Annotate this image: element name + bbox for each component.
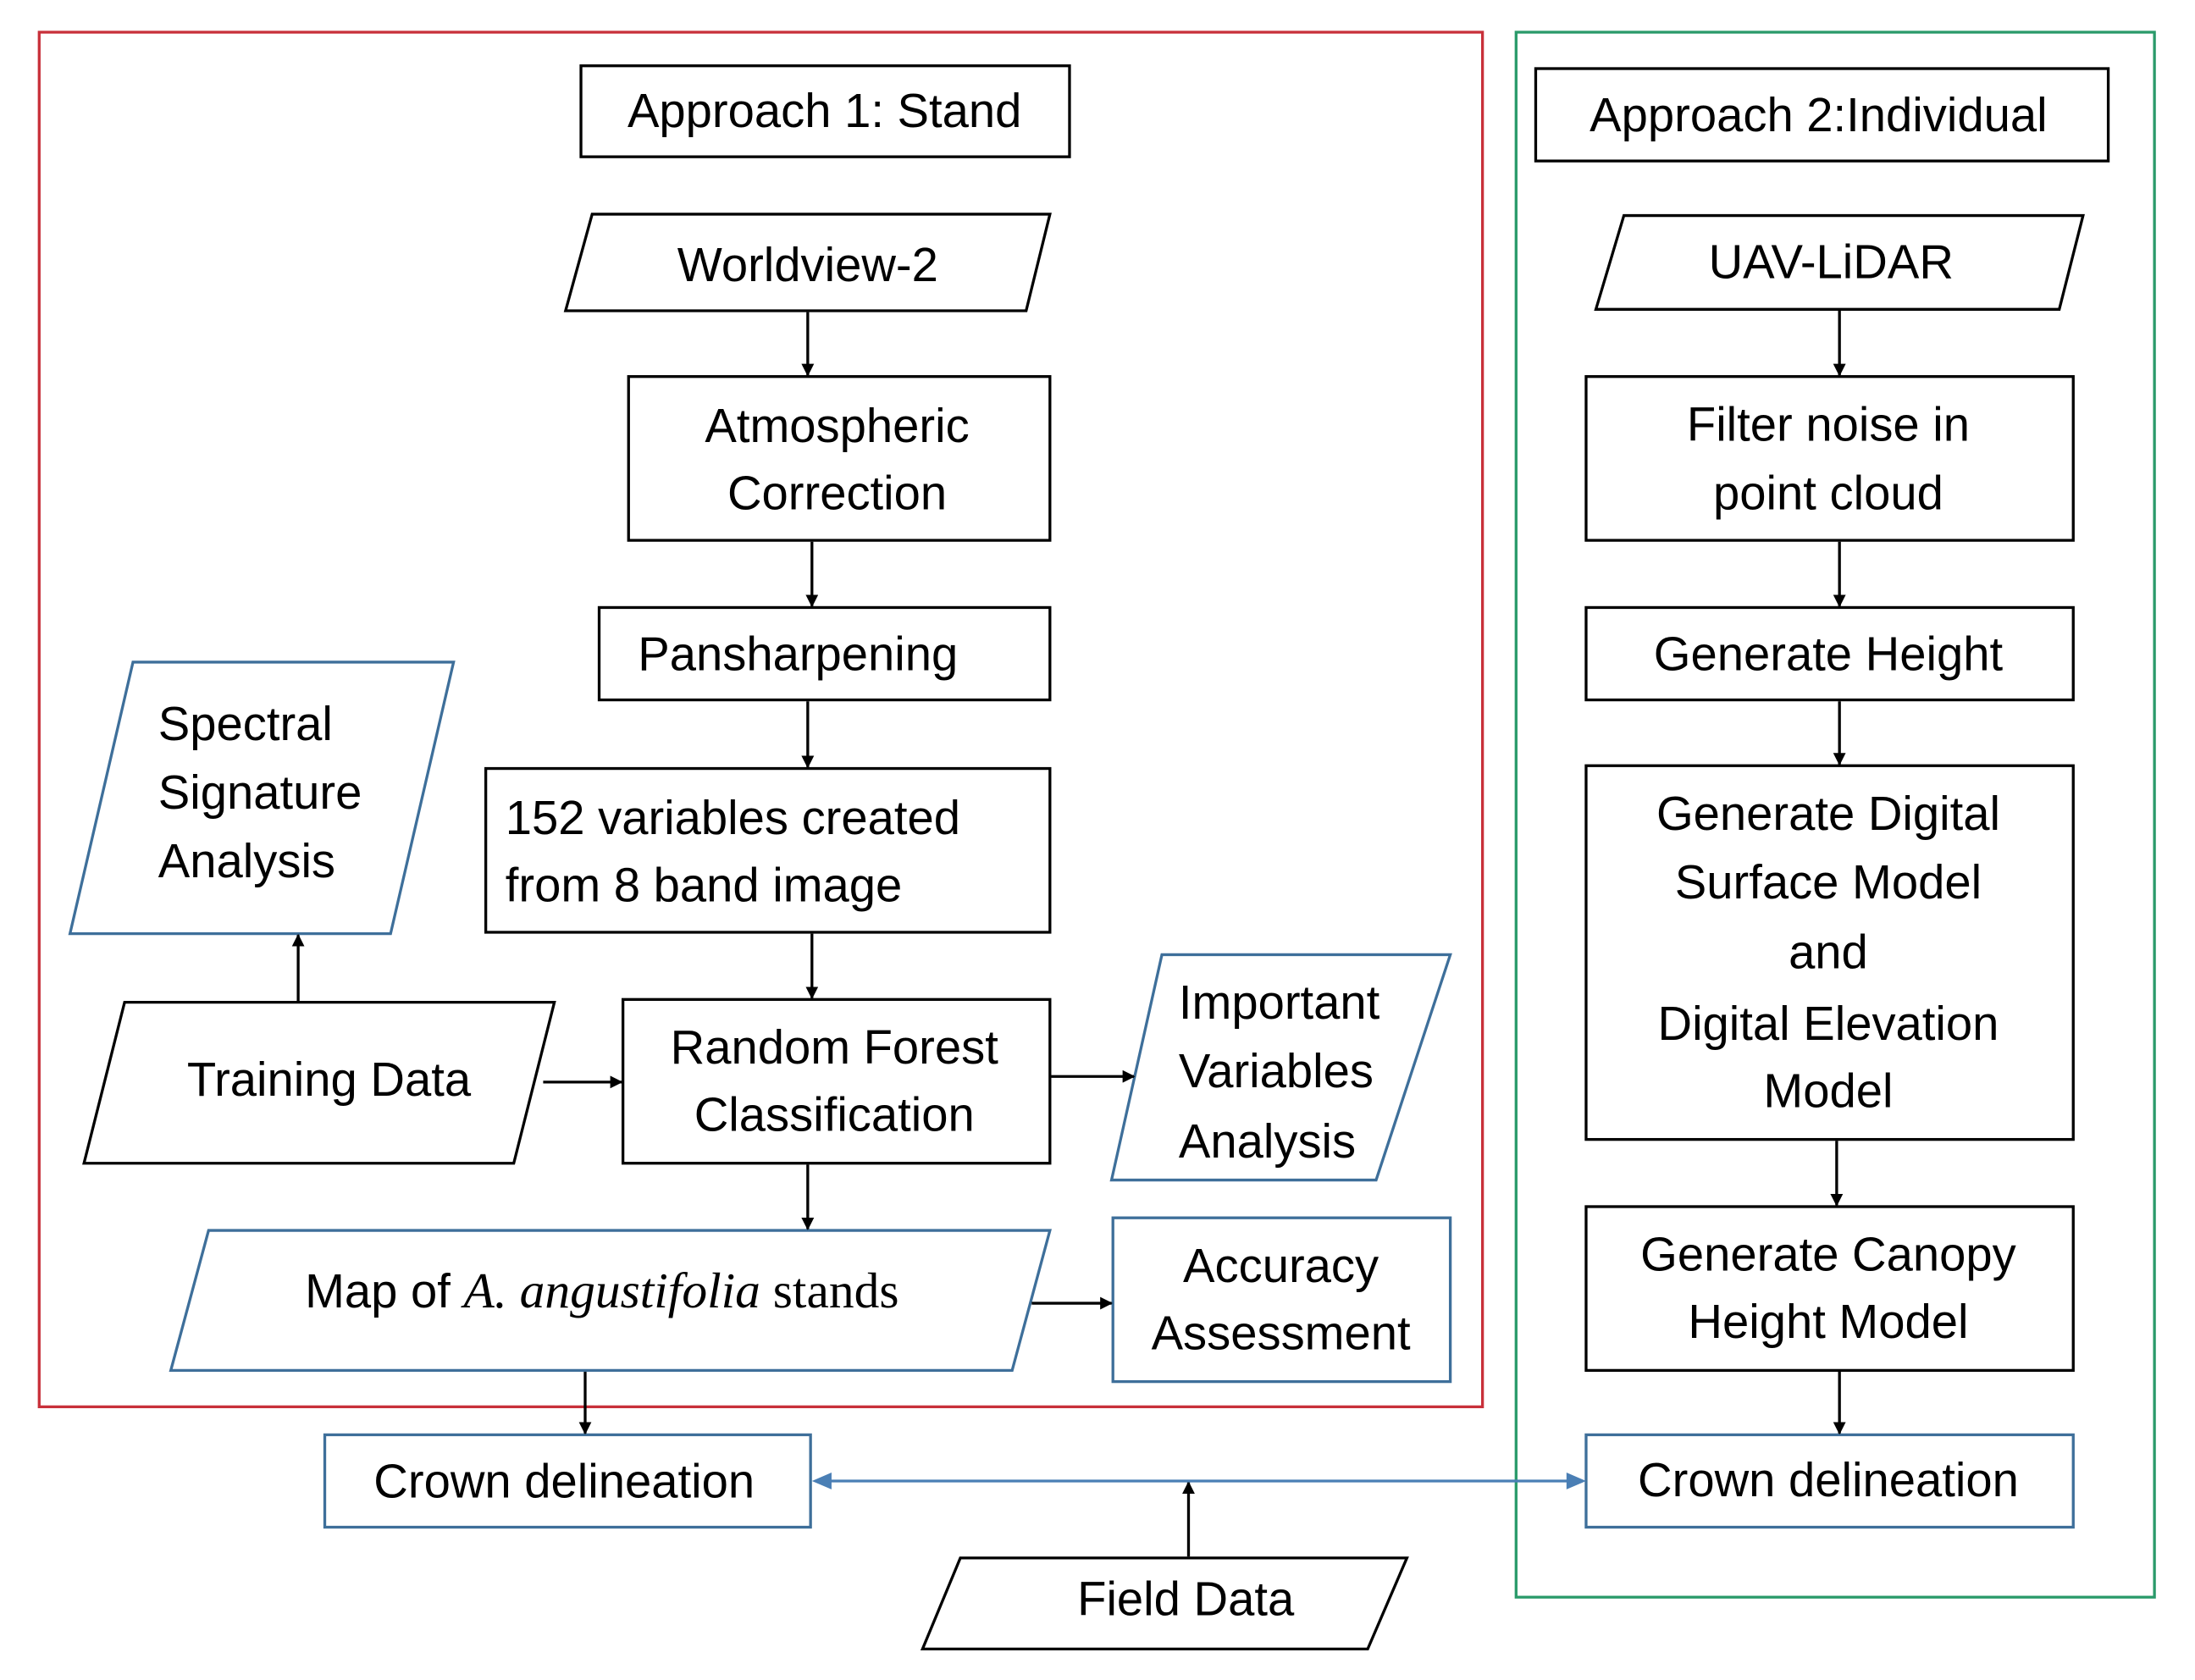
dsm-label-line3: and [1789, 926, 1868, 979]
generate-height-box: Generate Height [1584, 605, 2075, 702]
worldview2-label: Worldview-2 [677, 238, 938, 291]
dsm-label-line5: Model [1763, 1064, 1893, 1117]
canopy-height-box: Generate Canopy Height Model [1584, 1205, 2075, 1373]
spectral-signature-output: Spectral Signature Analysis [68, 660, 456, 936]
uav-lidar-input: UAV-LiDAR [1594, 213, 2085, 311]
filter-label-line2: point cloud [1713, 466, 1943, 519]
accuracy-assessment-box: Accuracy Assessment [1111, 1216, 1452, 1384]
variables-label-line1: 152 variables created [506, 791, 960, 844]
training-data-input: Training Data [82, 1000, 556, 1165]
map-label: Map of A. angustifolia stands [305, 1263, 898, 1318]
crown-delineation-left-box: Crown delineation [323, 1433, 812, 1529]
important-variables-output: Important Variables Analysis [1109, 953, 1452, 1182]
uav-lidar-label: UAV-LiDAR [1709, 235, 1954, 289]
crown-connector-arrowhead-left [811, 1473, 832, 1489]
atmospheric-correction-box: Atmospheric Correction [627, 375, 1052, 542]
crown-delineation-right-box: Crown delineation [1584, 1433, 2075, 1529]
chm-label-line1: Generate Canopy [1640, 1228, 2016, 1281]
important-label-line2: Variables [1179, 1044, 1374, 1097]
filter-label-line1: Filter noise in [1687, 397, 1970, 450]
approach2-title: Approach 2:Individual [1590, 88, 2047, 141]
map-output: Map of A. angustifolia stands [169, 1229, 1052, 1373]
important-label-line1: Important [1179, 975, 1380, 1029]
spectral-label-line2: Signature [158, 765, 362, 819]
spectral-label-line1: Spectral [158, 697, 333, 750]
dsm-label-line2: Surface Model [1675, 855, 1982, 909]
accuracy-label-line1: Accuracy [1183, 1239, 1379, 1292]
approach2-title-box: Approach 2:Individual [1534, 67, 2110, 163]
approach2-frame [1514, 30, 2156, 1599]
approach1-frame [37, 30, 1485, 1409]
random-forest-label-line2: Classification [694, 1087, 975, 1141]
dsm-label-line1: Generate Digital [1656, 787, 2000, 840]
pansharpening-label: Pansharpening [638, 627, 958, 680]
atmospheric-label-line1: Atmospheric [705, 399, 969, 452]
worldview2-input: Worldview-2 [563, 213, 1052, 312]
approach1-title-box: Approach 1: Stand [579, 64, 1071, 158]
approach1-title: Approach 1: Stand [628, 84, 1021, 137]
spectral-label-line3: Analysis [158, 834, 335, 887]
filter-noise-box: Filter noise in point cloud [1584, 375, 2075, 542]
important-label-line3: Analysis [1179, 1114, 1356, 1168]
atmospheric-label-line2: Correction [727, 466, 947, 519]
variables-label-line2: from 8 band image [506, 858, 902, 911]
crown-delineation-left-label: Crown delineation [373, 1454, 755, 1507]
random-forest-label-line1: Random Forest [671, 1020, 999, 1074]
crown-connector-arrowhead-right [1566, 1473, 1586, 1489]
variables-box: 152 variables created from 8 band image [484, 766, 1052, 934]
crown-delineation-right-label: Crown delineation [1638, 1453, 2019, 1506]
field-data-label: Field Data [1077, 1572, 1295, 1625]
dsm-dem-box: Generate Digital Surface Model and Digit… [1584, 764, 2075, 1141]
training-data-label: Training Data [187, 1053, 472, 1106]
field-data-input: Field Data [920, 1556, 1409, 1651]
generate-height-label: Generate Height [1654, 627, 2004, 680]
chm-label-line2: Height Model [1688, 1295, 1968, 1348]
pansharpening-box: Pansharpening [597, 605, 1052, 702]
accuracy-label-line2: Assessment [1152, 1306, 1411, 1359]
random-forest-box: Random Forest Classification [621, 998, 1052, 1165]
dsm-label-line4: Digital Elevation [1658, 997, 1999, 1050]
